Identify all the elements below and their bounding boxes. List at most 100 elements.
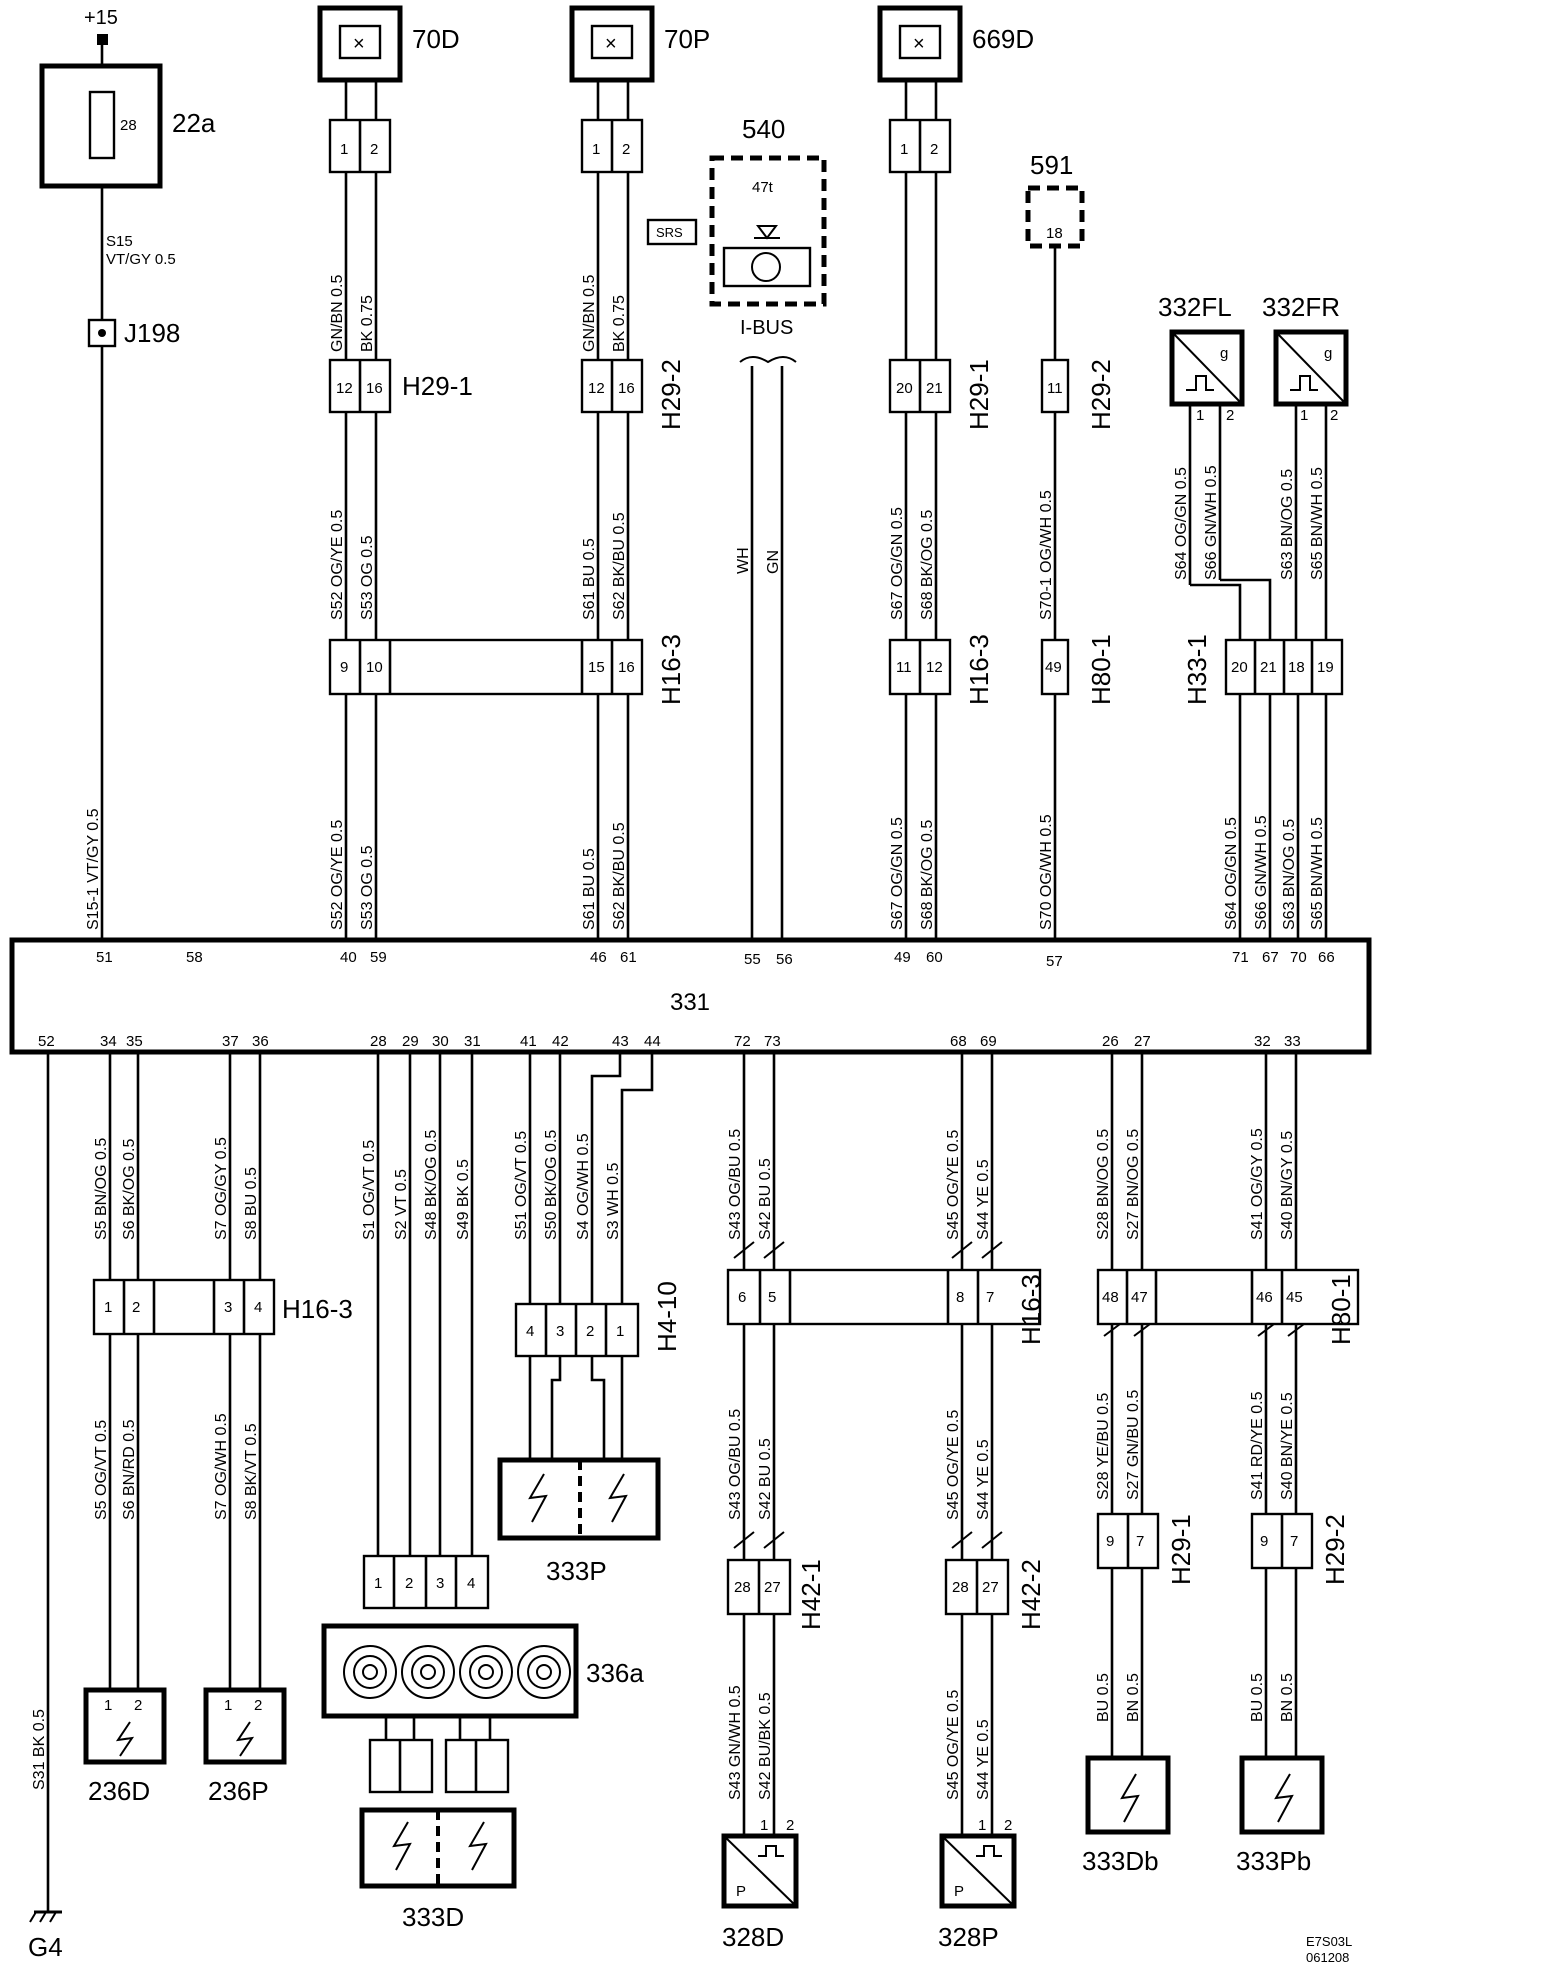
fuse-22a-group: +15 28 22a S15 VT/GY 0.5 J198 S15-1 VT/G… xyxy=(39,7,216,966)
fuse-label: 22a xyxy=(172,108,216,138)
connector-H4-10: H4-10 xyxy=(652,1281,682,1352)
wire-s6-a: S6 BK/OG 0.5 xyxy=(121,1139,138,1240)
component-328P: 68 69 S45 OG/YE 0.5 S44 YE 0.5 S45 OG/YE… xyxy=(938,1033,1046,1952)
svg-text:1: 1 xyxy=(104,1697,112,1714)
svg-text:70: 70 xyxy=(1290,949,1307,966)
wire-s64-a: S64 OG/GN 0.5 xyxy=(1173,467,1190,580)
wire-s40-b: S40 BN/YE 0.5 xyxy=(1279,1392,1296,1500)
svg-text:4: 4 xyxy=(526,1323,534,1340)
svg-text:52: 52 xyxy=(38,1033,55,1050)
svg-text:16: 16 xyxy=(366,380,383,397)
component-332FL: 332FL g 1 2 S64 OG/GN 0.5 S66 GN/WH 0.5 xyxy=(1158,292,1272,640)
svg-text:8: 8 xyxy=(956,1289,964,1306)
svg-text:1: 1 xyxy=(1196,407,1204,424)
svg-text:P: P xyxy=(736,1883,746,1900)
wire-s43-a: S43 OG/BU 0.5 xyxy=(727,1129,744,1240)
svg-text:9: 9 xyxy=(1260,1533,1268,1550)
svg-text:1: 1 xyxy=(1300,407,1308,424)
wire-s42-b: S42 BU 0.5 xyxy=(757,1438,774,1520)
wire-bn-a: BN 0.5 xyxy=(1125,1673,1142,1722)
svg-text:2: 2 xyxy=(930,141,938,158)
component-333Db: 26 27 S28 BN/OG 0.5 S27 BN/OG 0.5 48 47 … xyxy=(1082,1033,1360,1876)
label-333Pb: 333Pb xyxy=(1236,1846,1311,1876)
svg-text:21: 21 xyxy=(1260,659,1277,676)
pin-51: 51 xyxy=(96,949,113,966)
label-236P: 236P xyxy=(208,1776,269,1806)
svg-text:16: 16 xyxy=(618,659,635,676)
wire-s8-b: S8 BK/VT 0.5 xyxy=(243,1423,260,1520)
wire-s6-b: S6 BN/RD 0.5 xyxy=(121,1419,138,1520)
connector-H42-2: H42-2 xyxy=(1016,1559,1046,1630)
svg-text:59: 59 xyxy=(370,949,387,966)
connector-H16-3-c: H16-3 xyxy=(282,1294,353,1324)
svg-text:73: 73 xyxy=(764,1033,781,1050)
wire-s64-b: S64 OG/GN 0.5 xyxy=(1223,817,1240,930)
svg-text:32: 32 xyxy=(1254,1033,1271,1050)
svg-text:27: 27 xyxy=(1134,1033,1151,1050)
component-332FR: 332FR g 1 2 S63 BN/OG 0.5 S65 BN/WH 0.5 xyxy=(1262,292,1349,640)
wire-s63-a: S63 BN/OG 0.5 xyxy=(1279,469,1296,580)
svg-text:47: 47 xyxy=(1131,1289,1148,1306)
wire-s27-b: S27 GN/BU 0.5 xyxy=(1125,1390,1142,1500)
svg-text:43: 43 xyxy=(612,1033,629,1050)
svg-text:9: 9 xyxy=(1106,1533,1114,1550)
label-332FL: 332FL xyxy=(1158,292,1232,322)
svg-text:46: 46 xyxy=(590,949,607,966)
svg-text:41: 41 xyxy=(520,1033,537,1050)
svg-text:19: 19 xyxy=(1317,659,1334,676)
connector-H29-1-c: H29-1 xyxy=(1166,1514,1196,1585)
wire-s68-a: S68 BK/OG 0.5 xyxy=(919,510,936,620)
pin-58: 58 xyxy=(186,949,203,966)
label-333P: 333P xyxy=(546,1556,607,1586)
ecu-label: 331 xyxy=(670,989,710,1016)
svg-text:4: 4 xyxy=(254,1299,262,1316)
component-333P: 41 42 43 44 S51 OG/VT 0.5 S50 BK/OG 0.5 … xyxy=(497,1033,682,1586)
svg-text:21: 21 xyxy=(926,380,943,397)
component-591: 591 18 11 H29-2 S70-1 OG/WH 0.5 49 H80-1… xyxy=(1025,150,1116,970)
wire-s62-a: S62 BK/BU 0.5 xyxy=(611,512,628,620)
svg-text:9: 9 xyxy=(340,659,348,676)
svg-text:20: 20 xyxy=(1231,659,1248,676)
component-333Pb: 32 33 S41 OG/GY 0.5 S40 BN/GY 0.5 S41 RD… xyxy=(1236,1033,1350,1876)
svg-text:5: 5 xyxy=(768,1289,776,1306)
svg-text:49: 49 xyxy=(894,949,911,966)
component-70P: × 70P 1 2 GN/BN 0.5 BK 0.75 12 16 H29-2 … xyxy=(569,5,710,640)
svg-text:×: × xyxy=(353,33,365,55)
svg-text:11: 11 xyxy=(896,659,912,676)
wire-s40-a: S40 BN/GY 0.5 xyxy=(1279,1131,1296,1240)
wire-s31: S31 BK 0.5 xyxy=(31,1709,48,1790)
splice-j198: J198 xyxy=(124,318,180,348)
label-70D: 70D xyxy=(412,24,460,54)
wire-s66-b: S66 GN/WH 0.5 xyxy=(1253,815,1270,930)
connector-H33-1-label: H33-1 xyxy=(1182,634,1212,705)
wire-s42-c: S42 BU/BK 0.5 xyxy=(757,1692,774,1800)
svg-text:×: × xyxy=(605,33,617,55)
svg-text:4: 4 xyxy=(467,1575,475,1592)
svg-text:P: P xyxy=(954,1883,964,1900)
wire-s65-b: S65 BN/WH 0.5 xyxy=(1309,817,1326,930)
wire-s41-b: S41 RD/YE 0.5 xyxy=(1249,1391,1266,1500)
svg-text:61: 61 xyxy=(620,949,637,966)
srs-label: SRS xyxy=(656,225,683,240)
wire-wh: WH xyxy=(735,547,752,574)
svg-text:1: 1 xyxy=(340,141,348,158)
connector-H16-3-b: H16-3 xyxy=(964,634,994,705)
svg-text:12: 12 xyxy=(336,380,353,397)
wire-s28-a: S28 BN/OG 0.5 xyxy=(1095,1129,1112,1240)
component-540: 540 47t SRS I-BUS WH GN 55 56 xyxy=(646,114,827,968)
wire-s52-b: S52 OG/YE 0.5 xyxy=(329,820,346,930)
svg-text:g: g xyxy=(1324,345,1332,362)
connector-H29-1-b: H29-1 xyxy=(964,359,994,430)
connector-H16-3-a: H16-3 xyxy=(656,634,686,705)
svg-text:2: 2 xyxy=(132,1299,140,1316)
label-70P: 70P xyxy=(664,24,710,54)
svg-text:7: 7 xyxy=(986,1289,994,1306)
wire-s53-b: S53 OG 0.5 xyxy=(359,845,376,930)
connector-H16-3-d: H16-3 xyxy=(1016,1274,1046,1345)
svg-text:7: 7 xyxy=(1290,1533,1298,1550)
wire-s43-b: S43 OG/BU 0.5 xyxy=(727,1409,744,1520)
label-332FR: 332FR xyxy=(1262,292,1340,322)
wire-s44-c: S44 YE 0.5 xyxy=(975,1719,992,1800)
svg-text:3: 3 xyxy=(556,1323,564,1340)
